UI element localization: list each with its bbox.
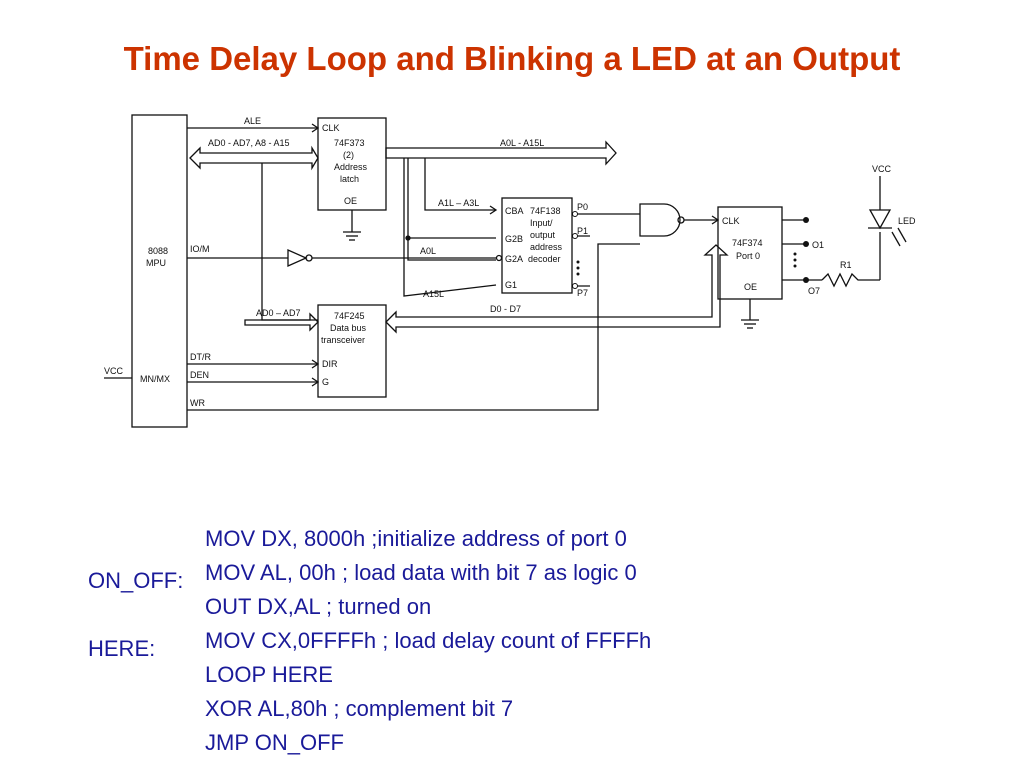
latch-name-1: Address <box>334 162 368 172</box>
a-in-label: A1L – A3L <box>438 198 479 208</box>
decoder-g1: G1 <box>505 280 517 290</box>
port-o7: O7 <box>808 286 820 296</box>
code-line-text: JMP ON_OFF <box>205 730 344 755</box>
data-bus <box>385 244 729 334</box>
code-line-text: MOV DX, 8000h ;initialize address of por… <box>205 526 627 551</box>
mpu-label-1: 8088 <box>148 246 168 256</box>
latch-count: (2) <box>343 150 354 160</box>
decoder-g2a: G2A <box>505 254 523 264</box>
a0l-label: A0L <box>420 246 436 256</box>
decoder-name-1: Input/ <box>530 218 553 228</box>
nand-gate <box>639 203 681 237</box>
code-line-text: MOV AL, 00h ; load data with bit 7 as lo… <box>205 560 637 585</box>
transceiver-dir: DIR <box>322 359 338 369</box>
wr-label: WR <box>190 398 205 408</box>
port-part: 74F374 <box>732 238 763 248</box>
slide-title: Time Delay Loop and Blinking a LED at an… <box>123 40 901 77</box>
decoder-part: 74F138 <box>530 206 561 216</box>
decoder-p7: P7 <box>577 288 588 298</box>
address-bus-arrow <box>189 145 319 171</box>
led-symbol <box>868 209 892 230</box>
inverter <box>287 248 308 268</box>
code-line: ON_OFF: OUT DX,AL ; turned on <box>0 542 1024 646</box>
code-line: MOV DX, 8000h ;initialize address of por… <box>0 474 1024 578</box>
port-clk: CLK <box>722 216 740 226</box>
code-line: XOR AL,80h ; complement bit 7 <box>0 644 1024 748</box>
den-label: DEN <box>190 370 209 380</box>
code-line-text: OUT DX,AL ; turned on <box>205 594 432 619</box>
code-line: HERE: LOOP HERE <box>0 610 1024 714</box>
address-out-label: A0L - A15L <box>500 138 544 148</box>
code-line: MOV AL, 00h ; load data with bit 7 as lo… <box>0 508 1024 612</box>
decoder-g2b: G2B <box>505 234 523 244</box>
transceiver-name-2: transceiver <box>321 335 365 345</box>
decoder-block <box>501 197 573 294</box>
code-line-label: HERE: <box>88 636 156 661</box>
code-line-label: ON_OFF: <box>88 568 184 593</box>
resistor <box>821 272 880 288</box>
mnmx-label: MN/MX <box>140 374 170 384</box>
ad-bus-arrow <box>244 312 319 332</box>
transceiver-name-1: Data bus <box>330 323 367 333</box>
latch-clk: CLK <box>322 123 340 133</box>
latch-part: 74F373 <box>334 138 365 148</box>
iom-label: IO/M <box>190 244 210 254</box>
transceiver-g: G <box>322 377 329 387</box>
d-bus-label: D0 - D7 <box>490 304 521 314</box>
decoder-name-2: output <box>530 230 556 240</box>
ale-label: ALE <box>244 116 261 126</box>
a15l-label: A15L <box>423 289 444 299</box>
decoder-p0: P0 <box>577 202 588 212</box>
mpu-block <box>131 114 188 428</box>
decoder-name-4: decoder <box>528 254 561 264</box>
vcc-right-label: VCC <box>872 164 892 174</box>
address-bus-label: AD0 - AD7, A8 - A15 <box>208 138 290 148</box>
dtr-label: DT/R <box>190 352 211 362</box>
resistor-label: R1 <box>840 260 852 270</box>
ad-bus-label: AD0 – AD7 <box>256 308 301 318</box>
led-label: LED <box>898 216 916 226</box>
code-line-text: LOOP HERE <box>205 662 333 687</box>
mpu-label-2: MPU <box>146 258 166 268</box>
port-o1: O1 <box>812 240 824 250</box>
code-line: MOV CX,0FFFFh ; load delay count of FFFF… <box>0 576 1024 680</box>
transceiver-block <box>317 304 387 398</box>
latch-name-2: latch <box>340 174 359 184</box>
decoder-cba: CBA <box>505 206 524 216</box>
decoder-name-3: address <box>530 242 563 252</box>
latch-oe: OE <box>344 196 357 206</box>
vcc-left-label: VCC <box>104 366 124 376</box>
output-address-bus <box>385 140 617 166</box>
transceiver-part: 74F245 <box>334 311 365 321</box>
code-line-text: MOV CX,0FFFFh ; load delay count of FFFF… <box>205 628 652 653</box>
decoder-p1: P1 <box>577 226 588 236</box>
port-name: Port 0 <box>736 251 760 261</box>
code-line-text: XOR AL,80h ; complement bit 7 <box>205 696 514 721</box>
port-oe: OE <box>744 282 757 292</box>
code-line: JMP ON_OFF <box>0 678 1024 782</box>
